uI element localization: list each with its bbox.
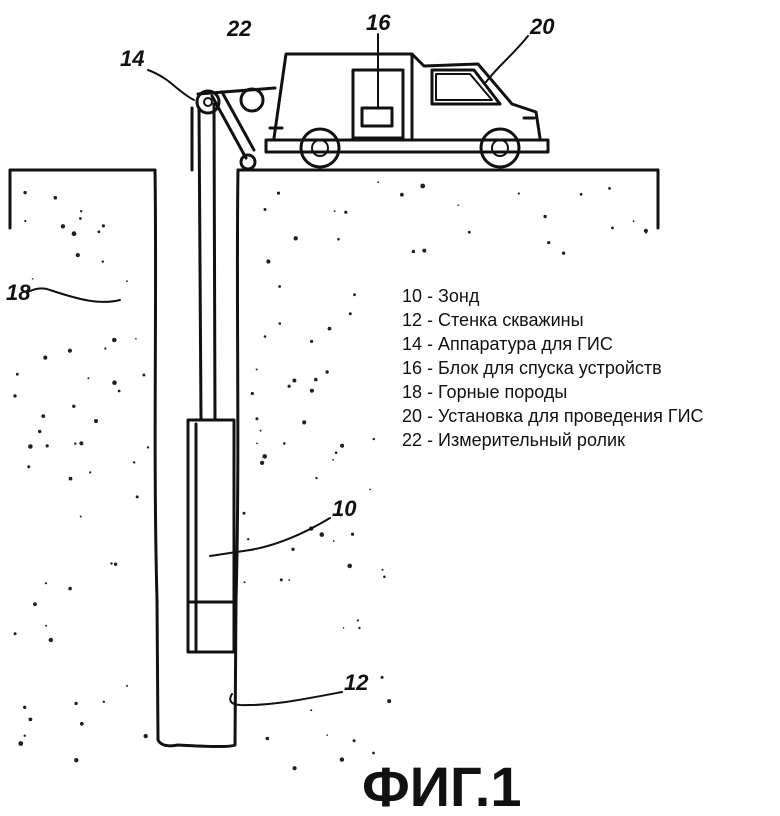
label-18: 18 [6,280,31,305]
legend-item: 20 - Установка для проведения ГИС [402,406,704,426]
legend-item: 18 - Горные породы [402,382,567,402]
ground-surface [8,168,660,230]
legend-item: 12 - Стенка скважины [402,310,584,330]
legend-item: 10 - Зонд [402,286,480,306]
figure-caption: ФИГ.1 [362,755,522,816]
deployment-unit [351,33,405,140]
legend-item: 16 - Блок для спуска устройств [402,358,662,378]
rock-speckles [13,181,649,771]
borehole [153,168,240,748]
leader-lines [27,35,529,707]
probe [186,418,236,654]
label-10: 10 [332,496,357,521]
legend-item: 14 - Аппаратура для ГИС [402,334,613,354]
label-20: 20 [529,14,555,39]
label-12: 12 [344,670,369,695]
measuring-wheel [239,87,265,113]
logging-equipment [190,86,277,172]
legend: 10 - Зонд 12 - Стенка скважины 14 - Аппа… [402,286,704,450]
label-22: 22 [226,16,252,41]
logging-truck [264,52,550,169]
legend-item: 22 - Измерительный ролик [402,430,625,450]
cable [197,102,217,422]
label-16: 16 [366,10,391,35]
label-14: 14 [120,46,144,71]
